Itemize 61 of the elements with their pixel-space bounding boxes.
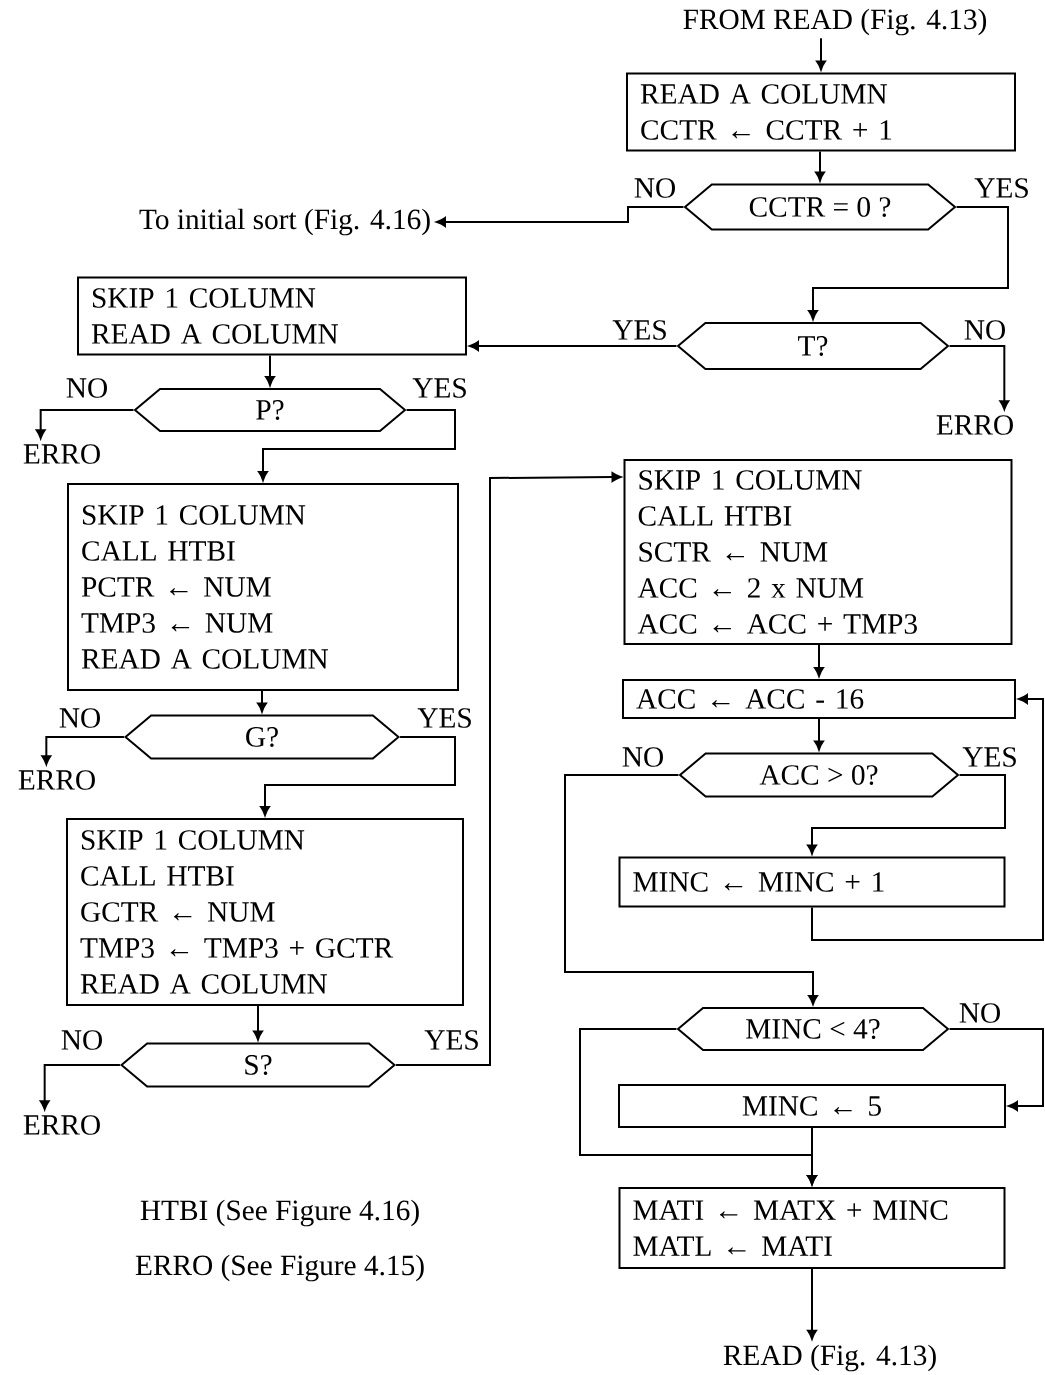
arrow xyxy=(395,472,622,1066)
terminal-text: To initial sort (Fig. 4.16) xyxy=(139,208,430,236)
arrow xyxy=(816,37,826,71)
arrow xyxy=(807,774,1006,855)
arrow xyxy=(807,1127,817,1185)
reference-note: HTBI (See Figure 4.16) xyxy=(140,1199,419,1227)
process-box: ACC ← ACC - 16 xyxy=(622,679,1016,719)
arrow xyxy=(265,354,275,386)
process-box: READ A COLUMN CCTR ← CCTR + 1 xyxy=(626,72,1016,152)
decision-hexagon: G? xyxy=(123,714,401,760)
process-box: SKIP 1 COLUMN CALL HTBI SCTR ← NUM ACC ← 2 x NUM ACC ← ACC + TMP3 xyxy=(623,459,1013,645)
arrow xyxy=(814,718,824,751)
decision-hexagon: MINC < 4? xyxy=(676,1007,950,1051)
arrow xyxy=(436,206,685,227)
edge-label: YES xyxy=(610,318,670,342)
arrow xyxy=(815,150,825,182)
edge-label: YES xyxy=(972,176,1032,200)
arrow xyxy=(469,341,678,351)
arrow xyxy=(948,1028,1044,1111)
arrow xyxy=(260,736,456,816)
arrow xyxy=(258,409,456,481)
edge-label: NO xyxy=(632,176,678,200)
terminal-text: READ (Fig. 4.13) xyxy=(723,1344,936,1372)
decision-hexagon: S? xyxy=(119,1042,397,1088)
process-box: MATI ← MATX + MINC MATL ← MATI xyxy=(618,1187,1006,1269)
arrow xyxy=(808,206,1009,320)
edge-label: YES xyxy=(415,706,475,730)
arrow xyxy=(948,345,1010,411)
terminal-text: FROM READ (Fig. 4.13) xyxy=(683,8,987,36)
process-box: MINC ← 5 xyxy=(618,1084,1006,1128)
arrow xyxy=(257,690,267,713)
connector-label: ERRO xyxy=(18,770,95,790)
arrow xyxy=(35,409,135,440)
edge-label: NO xyxy=(64,376,110,400)
arrow xyxy=(807,1268,817,1340)
process-box: MINC ← MINC + 1 xyxy=(618,856,1006,908)
decision-hexagon: P? xyxy=(133,388,407,432)
edge-label: NO xyxy=(59,1028,105,1052)
arrow xyxy=(811,694,1044,941)
decision-hexagon: T? xyxy=(676,322,950,370)
connector-label: ERRO xyxy=(23,1115,100,1135)
reference-note: ERRO (See Figure 4.15) xyxy=(135,1254,424,1282)
decision-hexagon: ACC > 0? xyxy=(678,752,960,798)
edge-label: NO xyxy=(620,745,666,769)
edge-label: YES xyxy=(422,1028,482,1052)
arrow xyxy=(564,774,818,1005)
arrow xyxy=(41,736,125,766)
arrow xyxy=(39,1064,121,1111)
arrow xyxy=(814,644,824,677)
edge-label: NO xyxy=(57,706,103,730)
edge-label: NO xyxy=(962,318,1008,342)
edge-label: YES xyxy=(960,745,1020,769)
edge-label: NO xyxy=(957,1001,1003,1025)
decision-hexagon: CCTR = 0 ? xyxy=(683,183,957,231)
process-box: SKIP 1 COLUMN CALL HTBI PCTR ← NUM TMP3 ← NUM READ A COLUMN xyxy=(67,483,459,691)
edge-label: YES xyxy=(410,376,470,400)
process-box: SKIP 1 COLUMN CALL HTBI GCTR ← NUM TMP3 ← TMP3 + GCTR READ A COLUMN xyxy=(66,818,464,1006)
process-box: SKIP 1 COLUMN READ A COLUMN xyxy=(77,276,467,356)
arrow xyxy=(253,1005,263,1041)
connector-label: ERRO xyxy=(936,415,1013,435)
connector-label: ERRO xyxy=(23,444,100,464)
